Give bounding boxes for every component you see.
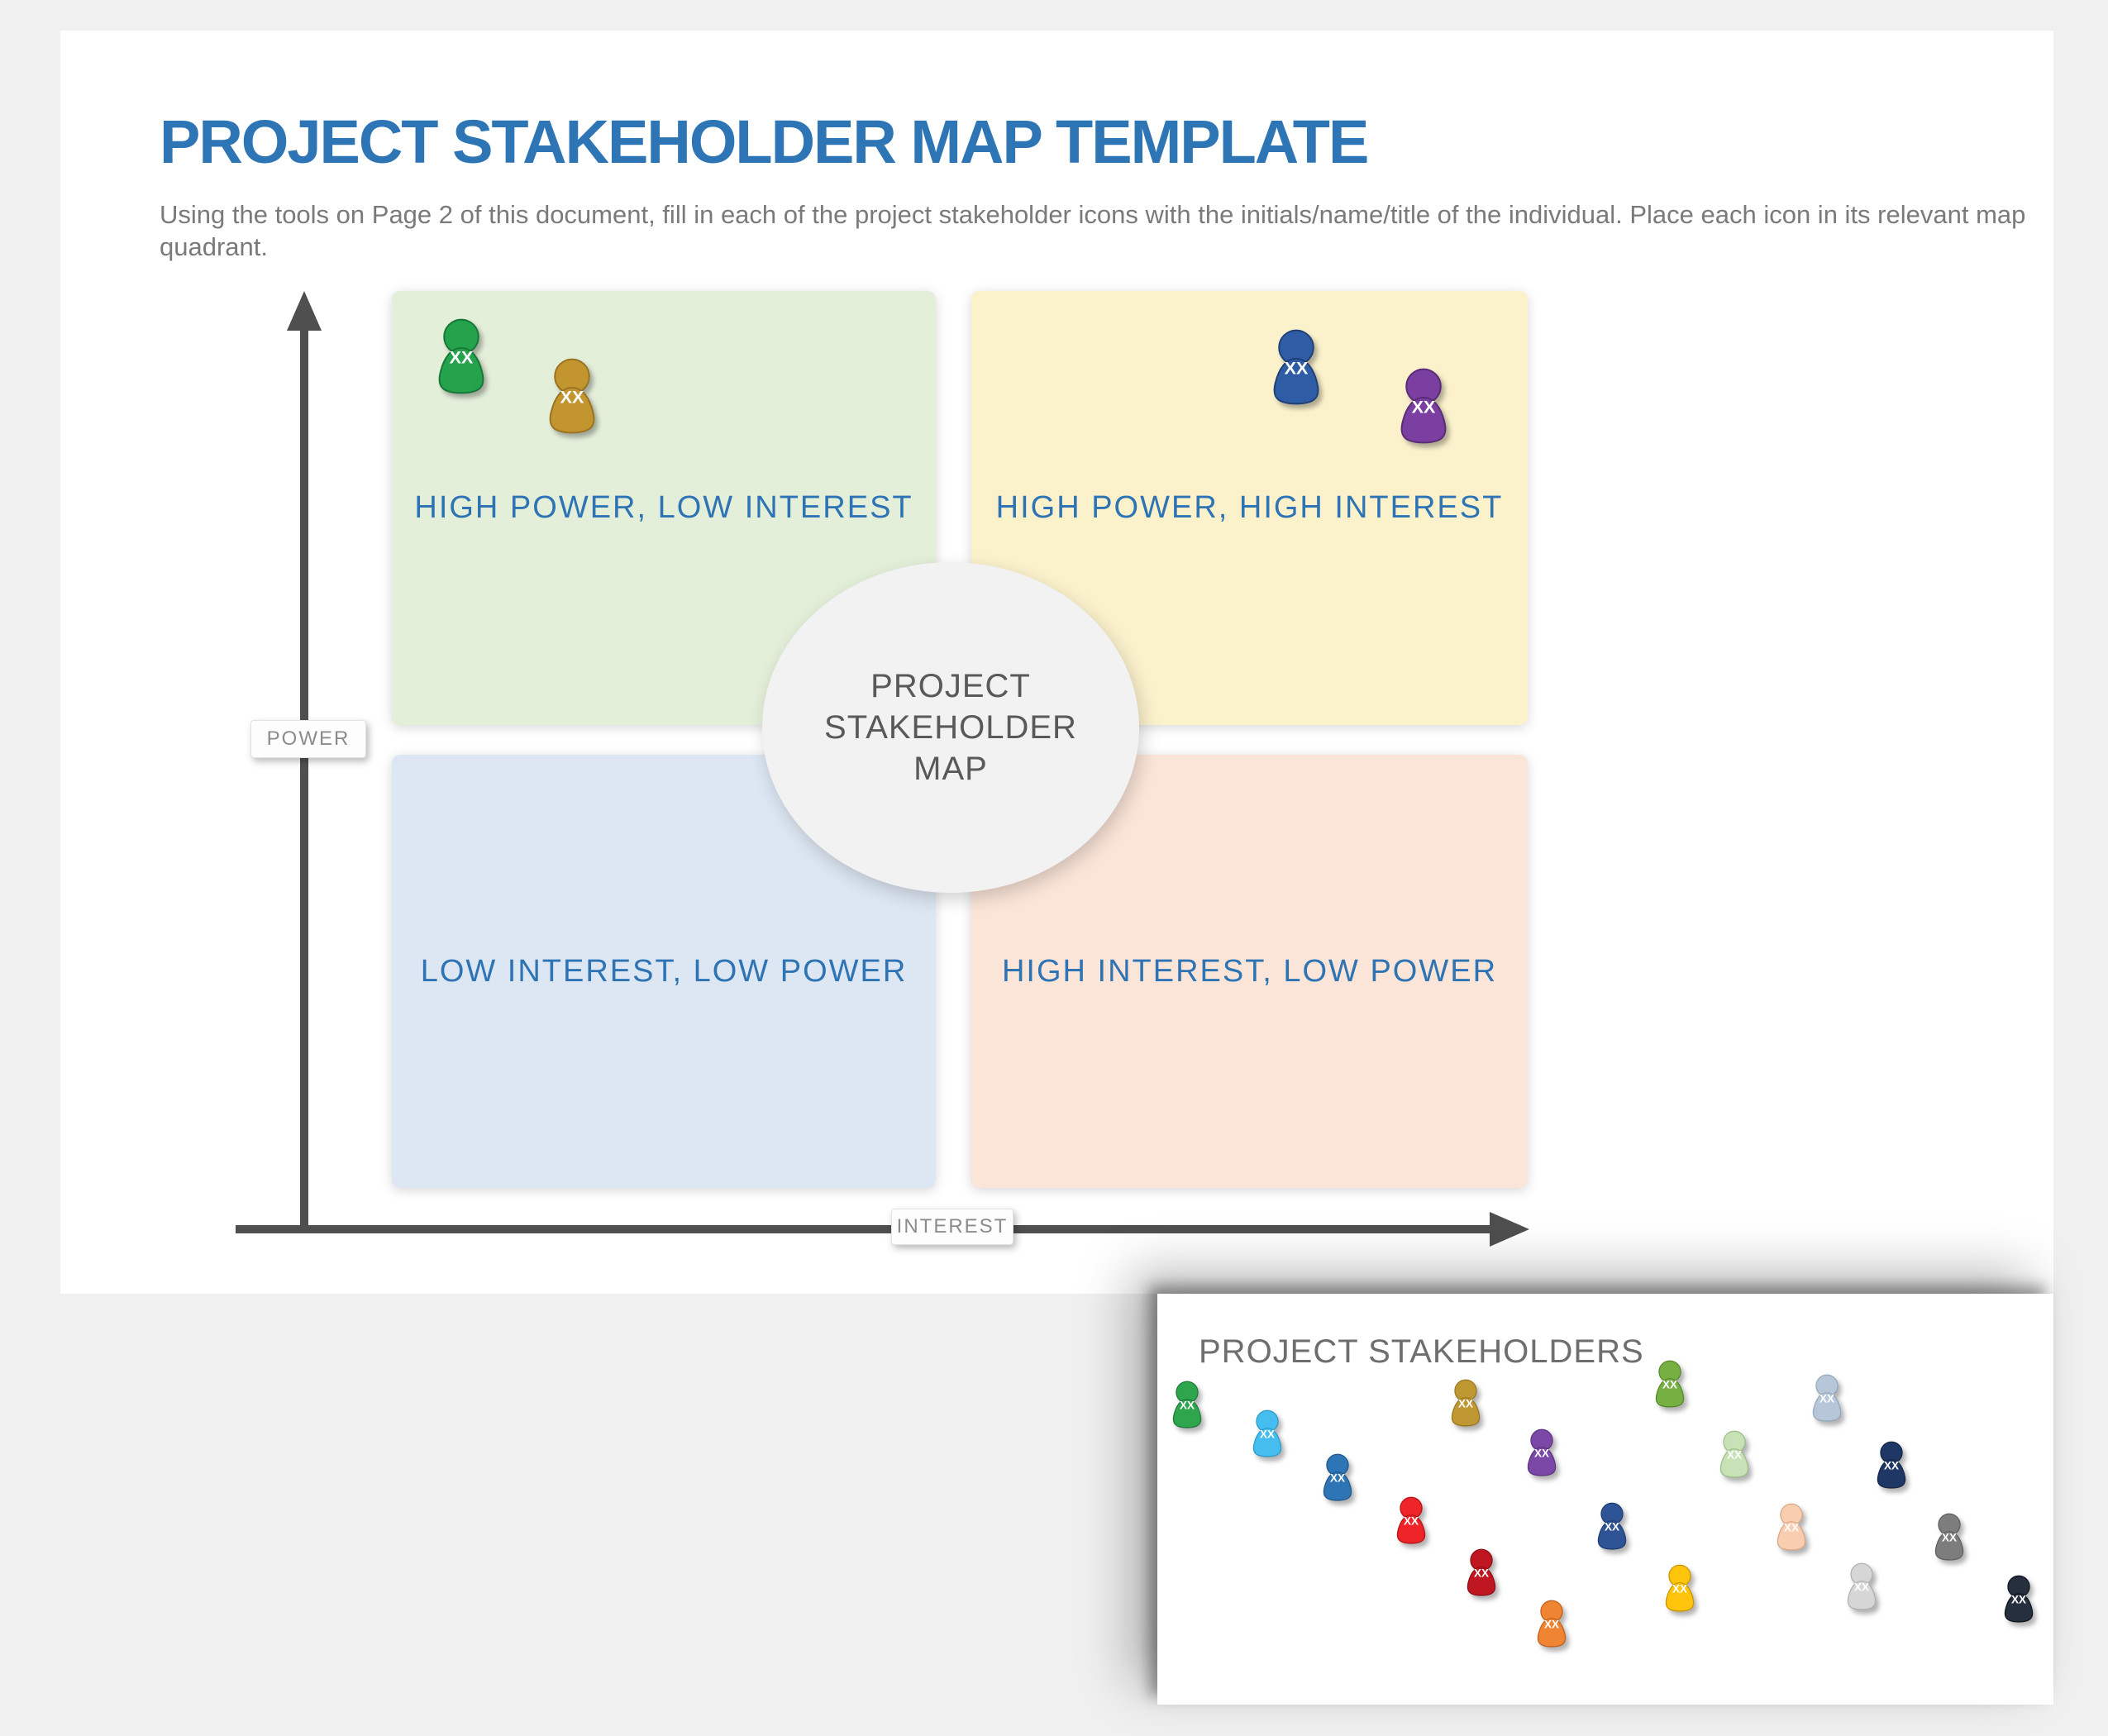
interest-axis-line [236, 1225, 1492, 1233]
stakeholder-pawn-icon[interactable]: XX [1927, 1513, 1972, 1562]
stakeholder-pawn-icon[interactable]: XX [1315, 1453, 1360, 1503]
svg-text:XX: XX [1819, 1392, 1834, 1405]
svg-text:XX: XX [2011, 1593, 2026, 1605]
stakeholder-pawn-icon[interactable]: XX [537, 358, 608, 436]
svg-text:XX: XX [1285, 359, 1309, 379]
svg-text:XX: XX [1412, 398, 1436, 417]
svg-text:XX: XX [1884, 1459, 1899, 1471]
svg-text:XX: XX [1260, 1428, 1275, 1440]
stakeholder-pawn-icon[interactable]: XX [1805, 1374, 1849, 1424]
power-axis-label-text: POWER [266, 727, 351, 750]
svg-text:XX: XX [560, 388, 584, 408]
svg-text:XX: XX [1662, 1378, 1677, 1390]
svg-text:XX: XX [1474, 1567, 1489, 1579]
stakeholder-pawn-icon[interactable]: XX [1443, 1379, 1488, 1428]
stakeholder-pawn-icon[interactable]: XX [1590, 1502, 1634, 1552]
page-description: Using the tools on Page 2 of this docume… [160, 200, 2026, 261]
quadrant-label: LOW INTEREST, LOW POWER [420, 954, 908, 989]
interest-axis-label: INTEREST [891, 1209, 1013, 1245]
stakeholder-pawn-icon[interactable]: XX [1165, 1381, 1209, 1430]
map-center-ellipse: PROJECT STAKEHOLDER MAP [762, 562, 1139, 893]
stakeholder-pawn-icon[interactable]: XX [1769, 1503, 1814, 1552]
stakeholder-pawn-icon[interactable]: XX [1839, 1562, 1884, 1612]
stakeholder-pawn-icon[interactable]: XX [1869, 1441, 1914, 1490]
stakeholder-pawn-icon[interactable]: XX [1529, 1600, 1574, 1649]
quadrant-label: HIGH POWER, LOW INTEREST [414, 490, 913, 525]
stakeholder-pawn-icon[interactable]: XX [1996, 1575, 2041, 1624]
quadrant-label: HIGH POWER, HIGH INTEREST [995, 490, 1504, 525]
svg-text:XX: XX [1534, 1447, 1549, 1459]
page-title: PROJECT STAKEHOLDER MAP TEMPLATE [160, 107, 1369, 176]
interest-axis-arrowhead-icon [1490, 1212, 1529, 1247]
panel-title: PROJECT STAKEHOLDERS [1199, 1333, 1644, 1370]
stakeholder-pawn-icon[interactable]: XX [1261, 329, 1332, 408]
svg-text:XX: XX [1942, 1531, 1957, 1543]
stakeholder-pawn-icon[interactable]: XX [1657, 1564, 1702, 1614]
stakeholder-pawn-icon[interactable]: XX [1712, 1430, 1757, 1480]
stakeholder-pawn-icon[interactable]: XX [1648, 1360, 1692, 1409]
stakeholder-pawn-icon[interactable]: XX [1519, 1428, 1564, 1478]
stakeholder-pawn-icon[interactable]: XX [1245, 1409, 1290, 1459]
svg-text:XX: XX [1544, 1618, 1559, 1630]
stakeholder-pawn-icon[interactable]: XX [1388, 368, 1459, 446]
power-axis-arrowhead-icon [287, 291, 322, 331]
svg-text:XX: XX [1672, 1582, 1687, 1595]
stakeholder-pawn-icon[interactable]: XX [1459, 1548, 1504, 1598]
svg-text:XX: XX [1330, 1471, 1345, 1484]
svg-text:XX: XX [1180, 1399, 1195, 1411]
interest-axis-label-text: INTEREST [896, 1215, 1009, 1238]
power-axis-line [300, 327, 308, 1229]
project-stakeholders-panel: PROJECT STAKEHOLDERS [1157, 1294, 2053, 1705]
quadrant-label: HIGH INTEREST, LOW POWER [1001, 954, 1498, 989]
svg-text:XX: XX [1784, 1521, 1799, 1533]
svg-text:XX: XX [450, 348, 474, 368]
svg-text:XX: XX [1458, 1397, 1473, 1409]
map-center-title: PROJECT STAKEHOLDER MAP [824, 668, 1077, 787]
power-axis-label: POWER [250, 720, 366, 758]
stakeholder-pawn-icon[interactable]: XX [1389, 1496, 1433, 1546]
stakeholder-pawn-icon[interactable]: XX [426, 318, 497, 397]
svg-text:XX: XX [1605, 1520, 1619, 1533]
svg-text:XX: XX [1727, 1448, 1742, 1461]
svg-text:XX: XX [1404, 1514, 1419, 1527]
svg-text:XX: XX [1854, 1581, 1869, 1593]
